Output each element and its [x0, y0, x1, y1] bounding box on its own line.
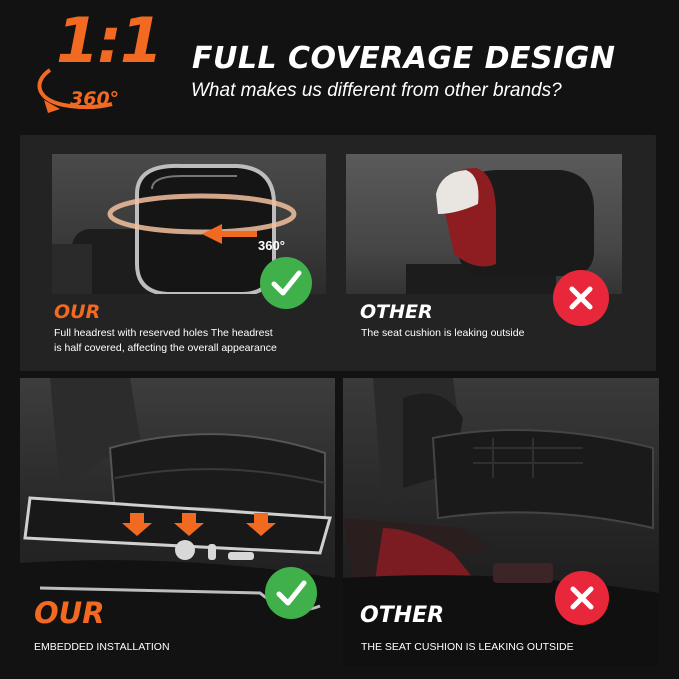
- seat-cushion-illustration: [20, 378, 335, 666]
- rotation-annotation: 360°: [258, 238, 285, 253]
- other-seat-illustration: [343, 378, 659, 666]
- other-description: THE SEAT CUSHION IS LEAKING OUTSIDE: [361, 641, 574, 653]
- cross-icon: [553, 270, 609, 326]
- page-subtitle: What makes us different from other brand…: [191, 80, 562, 101]
- our-description: EMBEDDED INSTALLATION: [34, 641, 170, 653]
- check-icon: [260, 257, 312, 309]
- our-label: OUR: [34, 596, 105, 630]
- headrest-illustration: [52, 163, 297, 294]
- other-seat-cushion-photo: [343, 378, 659, 666]
- other-label: OTHER: [360, 603, 445, 628]
- logo-ratio: 1:1: [56, 4, 163, 77]
- page-title: FULL COVERAGE DESIGN: [192, 41, 616, 76]
- rotation-logo-icon: [37, 68, 113, 113]
- our-description-line1: Full headrest with reserved holes The he…: [54, 327, 273, 339]
- check-icon: [265, 567, 317, 619]
- our-seat-cushion-photo: [20, 378, 335, 666]
- logo-degrees: 360°: [70, 88, 120, 110]
- other-label: OTHER: [360, 301, 433, 323]
- our-headrest-photo: [52, 154, 326, 294]
- our-description-line2: is half covered, affecting the overall a…: [54, 342, 277, 354]
- our-label: OUR: [54, 301, 101, 323]
- other-headrest-illustration: [406, 168, 594, 294]
- cross-icon: [555, 571, 609, 625]
- other-description: The seat cushion is leaking outside: [361, 327, 525, 339]
